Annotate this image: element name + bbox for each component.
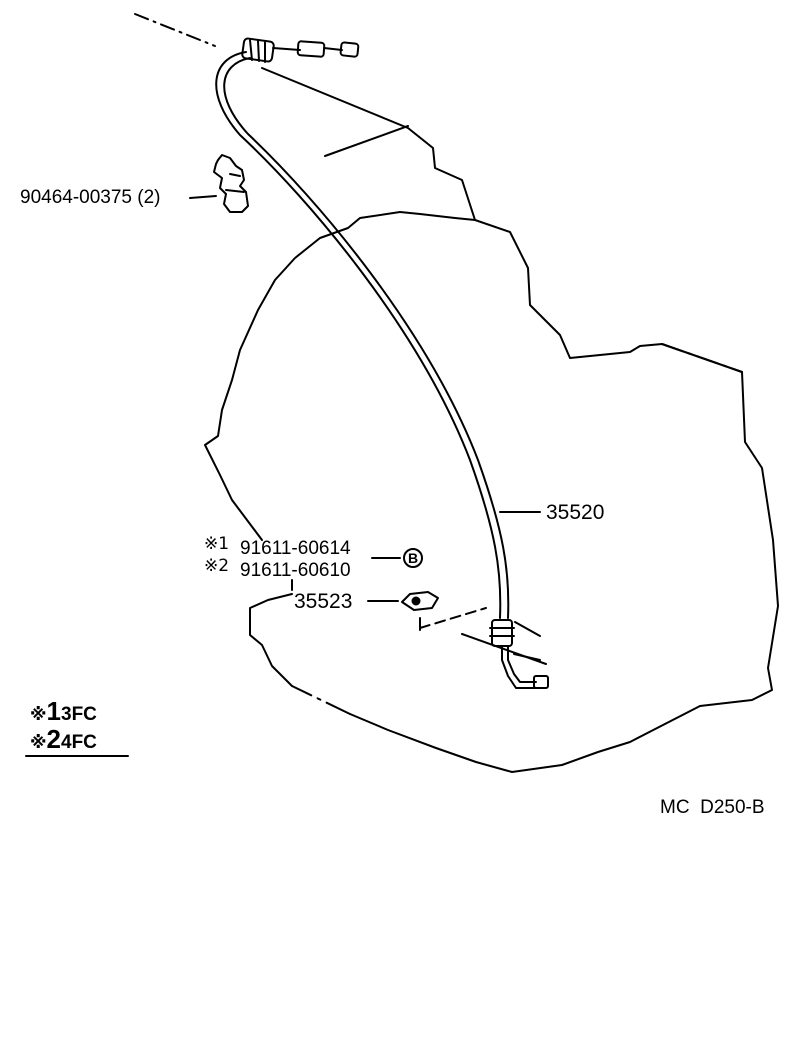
cable-upper-end [241,37,360,63]
transmission-upper-edge [324,125,409,157]
lower-edge-line-1 [514,621,541,637]
transmission-upper-outline [261,67,476,221]
transmission-housing-dashed [661,343,743,373]
legend-row-2-num: 2 [46,724,61,754]
bolt-1-part-number: 91611-60614 [240,538,351,559]
bracket-35523 [401,591,439,611]
bolt-2-part-number: 91611-60610 [240,560,351,581]
clamp-part-number: 90464-00375 (2) [20,187,161,208]
legend-row-2: ※24FC [30,726,97,752]
leader-clamp [189,195,217,199]
legend-row-1-text: 3FC [61,704,97,725]
cable-lower-end [489,619,549,689]
transmission-right-side [349,371,779,773]
transmission-lower-dashed [291,685,351,715]
cable-part-number: 35520 [546,501,605,524]
bracket-dashed-line [419,607,487,629]
bolt-2-marker: ※2 [204,556,230,576]
legend-row-1-mark: ※ [30,705,47,725]
bolt-1-marker: ※1 [204,534,230,554]
shift-cable [215,51,502,619]
leader-line-top [134,13,216,47]
transmission-left-side [204,211,476,541]
figure-code: MC D250-B [660,797,765,818]
legend-row-2-mark: ※ [30,733,47,753]
torque-badge: B [403,548,423,568]
cable-clamp [213,154,249,213]
bracket-part-number: 35523 [294,590,353,613]
transmission-bottom-left [249,593,293,687]
shift-cable-inner [223,57,510,619]
transmission-housing-outline [474,219,743,373]
legend-row-1-num: 1 [46,696,61,726]
lower-edge-line-3 [513,653,541,661]
legend-row-2-text: 4FC [61,732,97,753]
legend-row-1: ※13FC [30,698,97,724]
